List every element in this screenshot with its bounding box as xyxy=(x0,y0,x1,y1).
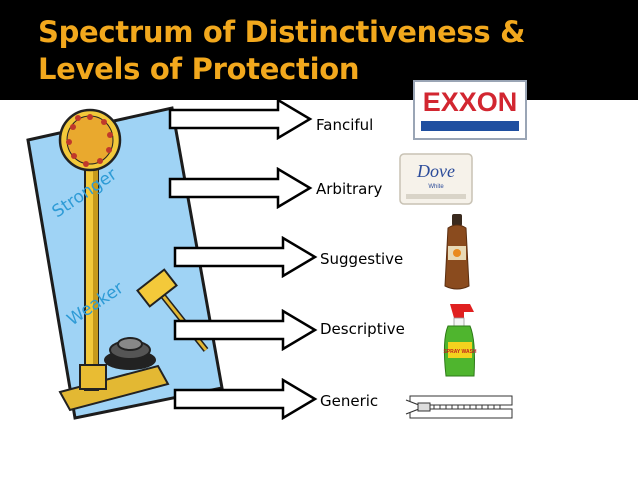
coppertone-bottle-image xyxy=(444,214,470,290)
level-label-descriptive: Descriptive xyxy=(320,320,405,338)
title-bar: Spectrum of Distinctiveness & Levels of … xyxy=(0,0,638,100)
title-line-1: Spectrum of Distinctiveness & xyxy=(38,15,526,49)
tester-pedestal xyxy=(79,364,107,390)
zipper-image xyxy=(405,395,513,419)
title-line-2: Levels of Protection xyxy=(38,52,360,86)
arrow-suggestive xyxy=(173,236,318,278)
level-label-arbitrary: Arbitrary xyxy=(316,180,383,198)
dove-soap-image: Dove White xyxy=(399,153,473,205)
svg-text:SPRAY WASH: SPRAY WASH xyxy=(443,349,476,355)
spray-bottle-image: SPRAY WASH xyxy=(443,304,477,377)
svg-text:Dove: Dove xyxy=(416,161,455,181)
level-label-suggestive: Suggestive xyxy=(320,250,404,268)
slide-title: Spectrum of Distinctiveness & Levels of … xyxy=(38,14,525,88)
svg-text:EXXON: EXXON xyxy=(423,87,518,117)
exxon-logo: EXXON xyxy=(413,80,527,140)
bell-icon xyxy=(58,108,122,172)
arrow-fanciful xyxy=(168,98,313,140)
level-label-fanciful: Fanciful xyxy=(316,116,374,134)
arrow-arbitrary xyxy=(168,167,313,209)
arrow-generic xyxy=(173,378,318,420)
level-label-generic: Generic xyxy=(320,392,379,410)
svg-text:White: White xyxy=(428,184,444,190)
tester-base xyxy=(58,364,170,412)
arrow-descriptive xyxy=(173,309,318,351)
puck-icon xyxy=(104,337,156,370)
